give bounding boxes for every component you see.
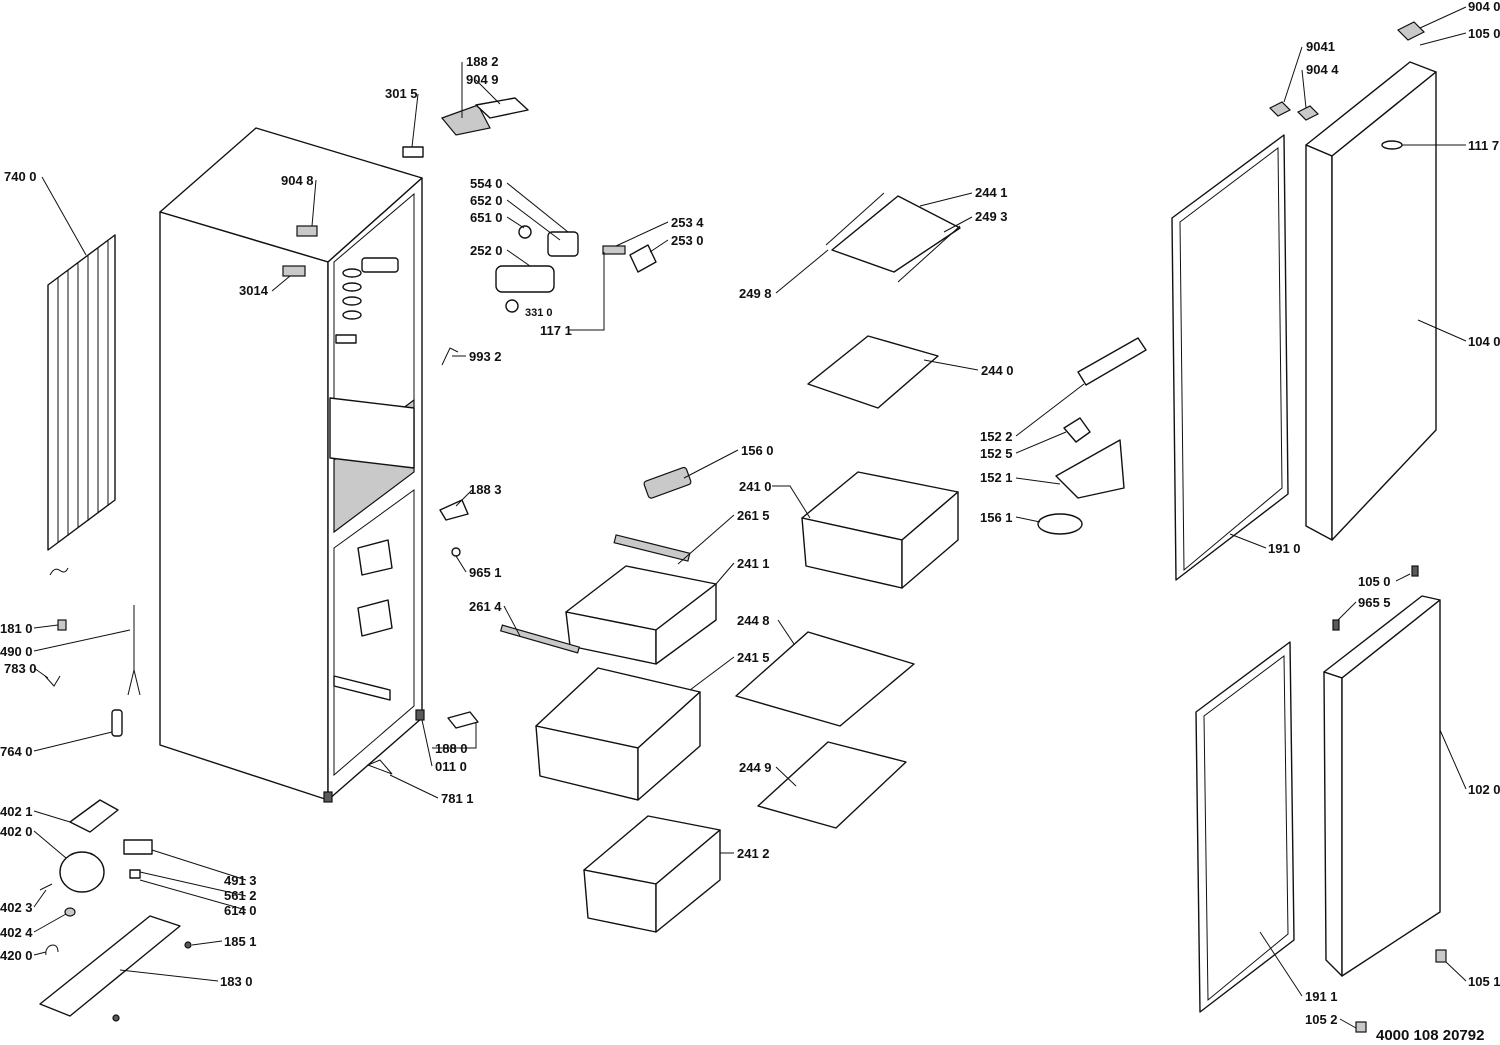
label-904-9: 904 9	[466, 72, 499, 87]
label-420-0: 420 0	[0, 948, 33, 963]
label-490-0: 490 0	[0, 644, 33, 659]
fridge-door	[1268, 21, 1437, 541]
label-740-0: 740 0	[4, 169, 37, 184]
glass-shelf-upper	[825, 192, 961, 283]
label-191-0: 191 0	[1268, 541, 1301, 556]
label-185-1: 185 1	[224, 934, 257, 949]
label-244-1: 244 1	[975, 185, 1008, 200]
label-188-2: 188 2	[466, 54, 499, 69]
label-561-2: 561 2	[224, 888, 257, 903]
freezer-door-gasket	[1195, 641, 1295, 1013]
label-105-2: 105 2	[1305, 1012, 1338, 1027]
label-993-2: 993 2	[469, 349, 502, 364]
label-652-0: 652 0	[470, 193, 503, 208]
label-152-2: 152 2	[980, 429, 1013, 444]
label-904-0: 904 0	[1468, 0, 1500, 14]
glass-shelf-244-8	[735, 631, 915, 727]
label-402-0: 402 0	[0, 824, 33, 839]
label-253-0: 253 0	[671, 233, 704, 248]
label-904-8: 904 8	[281, 173, 314, 188]
label-117-1: 117 1	[540, 323, 572, 338]
label-261-5: 261 5	[737, 508, 770, 523]
glass-shelf-244-0	[807, 335, 939, 409]
label-104-0: 104 0	[1468, 334, 1500, 349]
label-241-1: 241 1	[737, 556, 770, 571]
label-764-0: 764 0	[0, 744, 33, 759]
label-491-3: 491 3	[224, 873, 257, 888]
label-188-0: 188 0	[435, 741, 468, 756]
label-3014: 3014	[239, 283, 269, 298]
door-bins	[1037, 337, 1147, 535]
label-331-0: 331 0	[525, 307, 553, 319]
label-156-0: 156 0	[741, 443, 774, 458]
label-241-0: 241 0	[739, 479, 772, 494]
top-hinge-parts	[282, 97, 529, 277]
ice-tray	[643, 466, 692, 499]
label-252-0: 252 0	[470, 243, 503, 258]
label-781-1: 781 1	[441, 791, 474, 806]
freezer-drawer-241-1	[499, 534, 717, 665]
freezer-door	[1323, 565, 1447, 1033]
label-402-1: 402 1	[0, 804, 33, 819]
label-249-8: 249 8	[739, 286, 772, 301]
label-011-0: 011 0	[435, 759, 467, 774]
label-261-4: 261 4	[469, 599, 502, 614]
label-614-0: 614 0	[224, 903, 257, 918]
condenser-coil	[47, 234, 116, 576]
leader-lines	[33, 6, 1467, 1029]
label-965-1: 965 1	[469, 565, 502, 580]
label-105-0-lower: 105 0	[1358, 574, 1391, 589]
document-code: 4000 108 20792	[1376, 1027, 1484, 1044]
freezer-drawer-241-2	[583, 815, 721, 933]
label-183-0: 183 0	[220, 974, 253, 989]
label-244-9: 244 9	[739, 760, 772, 775]
label-241-5: 241 5	[737, 650, 770, 665]
refrigerator-cabinet	[159, 127, 425, 803]
label-249-3: 249 3	[975, 209, 1008, 224]
label-965-5: 965 5	[1358, 595, 1391, 610]
label-554-0: 554 0	[470, 176, 503, 191]
label-105-0-top: 105 0	[1468, 26, 1500, 41]
label-244-0: 244 0	[981, 363, 1014, 378]
glass-shelf-244-9	[757, 741, 907, 829]
label-102-0: 102 0	[1468, 782, 1500, 797]
label-241-2: 241 2	[737, 846, 770, 861]
label-783-0: 783 0	[4, 661, 37, 676]
fridge-door-gasket	[1171, 134, 1289, 581]
freezer-drawer-241-5	[535, 667, 701, 801]
label-188-3: 188 3	[469, 482, 502, 497]
label-253-4: 253 4	[671, 215, 704, 230]
electrical-parts	[39, 499, 479, 1022]
label-301-5: 301 5	[385, 86, 418, 101]
label-9041: 9041	[1306, 39, 1335, 54]
label-152-5: 152 5	[980, 446, 1013, 461]
label-181-0: 181 0	[0, 621, 33, 636]
label-105-1: 105 1	[1468, 974, 1500, 989]
label-402-3: 402 3	[0, 900, 33, 915]
label-111-7: 111 7	[1468, 138, 1499, 153]
label-156-1: 156 1	[980, 510, 1013, 525]
label-191-1: 191 1	[1305, 989, 1338, 1004]
crisper-drawer-241-0	[801, 471, 959, 589]
label-402-4: 402 4	[0, 925, 33, 940]
label-904-4: 904 4	[1306, 62, 1339, 77]
label-651-0: 651 0	[470, 210, 503, 225]
label-152-1: 152 1	[980, 470, 1013, 485]
thermostat-assembly	[441, 225, 657, 366]
label-244-8: 244 8	[737, 613, 770, 628]
